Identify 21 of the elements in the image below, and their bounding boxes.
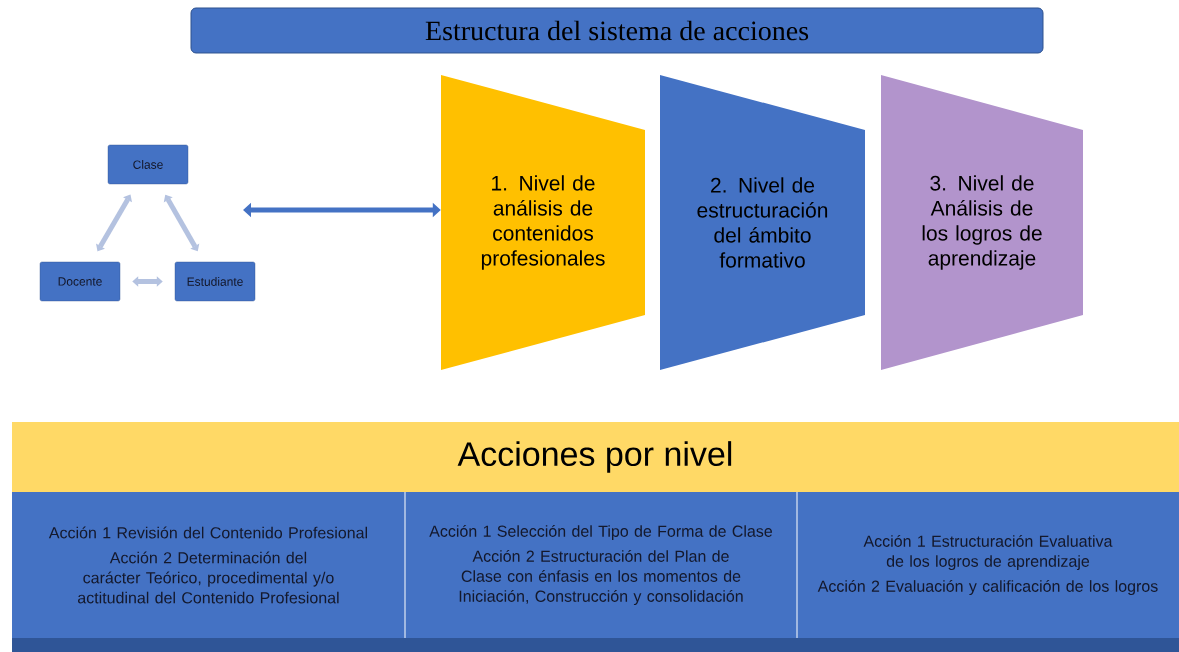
- title-banner: Estructura del sistema de acciones: [190, 7, 1044, 54]
- node-label: Acción 1 Revisión del Contenido Profesional: [48, 526, 367, 539]
- node-label: Acción 1 Estructuración Evaluativa de los logros de aprendizaje: [863, 534, 1113, 571]
- level-trapezoid: 1. Nivel de análisis de contenidos profesionales: [441, 75, 645, 370]
- arrow: [163, 194, 200, 252]
- level-trapezoid: 2. Nivel de estructuración del ámbito formativo: [660, 75, 865, 370]
- arrow: [243, 202, 441, 218]
- node-label: Acción 2 Determinación del carácter Teórico, procedimental y/o actitudinal del Contenido Profesional: [77, 551, 339, 604]
- process-box: Docente: [39, 261, 121, 302]
- node-label: Acción 2 Evaluación y calificación de los logros: [817, 579, 1158, 596]
- level-trapezoid: 3. Nivel de Análisis de los logros de aprendizaje: [881, 75, 1083, 370]
- node-label: Acción 2 Estructuración del Plan de Clase con énfasis en los momentos de Iniciación, Construcción y consolidación: [459, 549, 743, 606]
- table-cell: Acción 1 Estructuración Evaluativa de los logros de aprendizaje Acción 2 Evaluación y calificación de los logros: [797, 492, 1179, 652]
- node-label: Acción 1 Selección del Tipo de Forma de Clase: [429, 524, 773, 541]
- table-cell: Acción 1 Revisión del Contenido Profesional Acción 2 Determinación del carácter Teórico, procedimental y/o actitudinal del Contenido Profesional: [12, 492, 405, 652]
- arrow: [132, 276, 163, 287]
- process-box: Estudiante: [174, 261, 256, 302]
- table-cell: Acción 1 Selección del Tipo de Forma de Clase Acción 2 Estructuración del Plan de Clase con énfasis en los momentos de Iniciación, Construcción y consolidación: [405, 492, 797, 652]
- process-box: Clase: [107, 144, 189, 185]
- header-band: Acciones por nivel: [12, 422, 1179, 492]
- arrow: [96, 194, 132, 252]
